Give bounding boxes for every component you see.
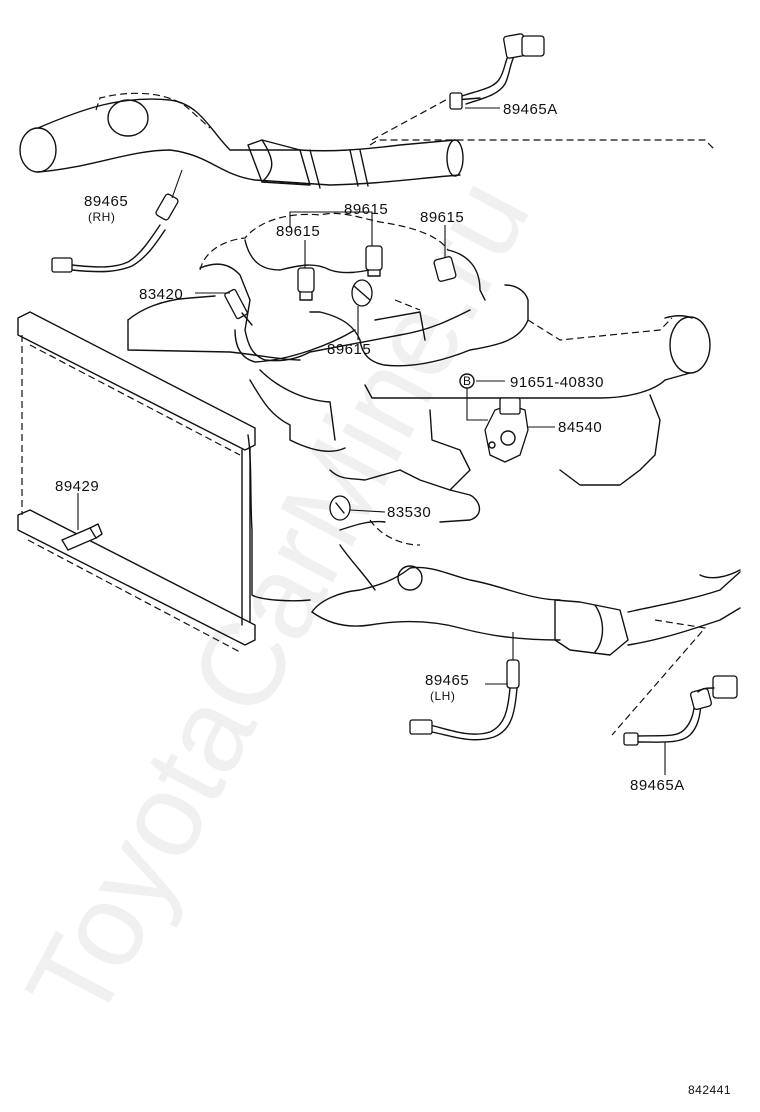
callout-91651-40830: 91651-40830 xyxy=(510,374,604,391)
knock-sensor-89615-a xyxy=(297,267,315,301)
callout-89465a-lower: 89465A xyxy=(630,777,685,794)
callout-89465-lh: 89465 xyxy=(425,672,469,689)
oil-pressure-switch-83530 xyxy=(329,495,351,521)
callout-89465-rh-note: (RH) xyxy=(88,210,115,224)
oxygen-sensor-rh-89465 xyxy=(51,169,183,273)
neutral-start-switch-84540 xyxy=(484,397,529,463)
callout-marker-b: B xyxy=(463,374,472,388)
coolant-temp-sensor-89429 xyxy=(61,523,103,551)
radiator xyxy=(17,311,256,653)
callout-83420: 83420 xyxy=(139,286,183,303)
oxygen-sensor-lower-89465a xyxy=(623,675,738,746)
knock-sensor-89615-c xyxy=(433,256,457,282)
leader-lines xyxy=(77,107,666,775)
cam-position-sensor-83420 xyxy=(224,288,253,326)
callout-89429: 89429 xyxy=(55,478,99,495)
oxygen-sensor-lh-89465 xyxy=(409,632,520,741)
upper-exhaust-pipe xyxy=(19,92,716,189)
callout-84540: 84540 xyxy=(558,419,602,436)
diagram-reference-number: 842441 xyxy=(688,1083,731,1097)
engine-block xyxy=(127,212,711,602)
callout-89615-lower: 89615 xyxy=(327,341,371,358)
lower-exhaust-pipe xyxy=(311,565,741,736)
knock-sensor-89615-b xyxy=(365,245,383,277)
callout-89465-lh-note: (LH) xyxy=(430,689,455,703)
oxygen-sensor-upper-89465a xyxy=(449,33,545,110)
knock-sensor-89615-d xyxy=(351,279,373,307)
callout-83530: 83530 xyxy=(387,504,431,521)
callout-89465-rh: 89465 xyxy=(84,193,128,210)
callout-89465a-upper: 89465A xyxy=(503,101,558,118)
callout-89615-left: 89615 xyxy=(276,223,320,240)
callout-89615-top: 89615 xyxy=(344,201,388,218)
callouts: 89465A 89465 (RH) 89615 89615 89615 8342… xyxy=(55,101,685,794)
callout-89615-right: 89615 xyxy=(420,209,464,226)
